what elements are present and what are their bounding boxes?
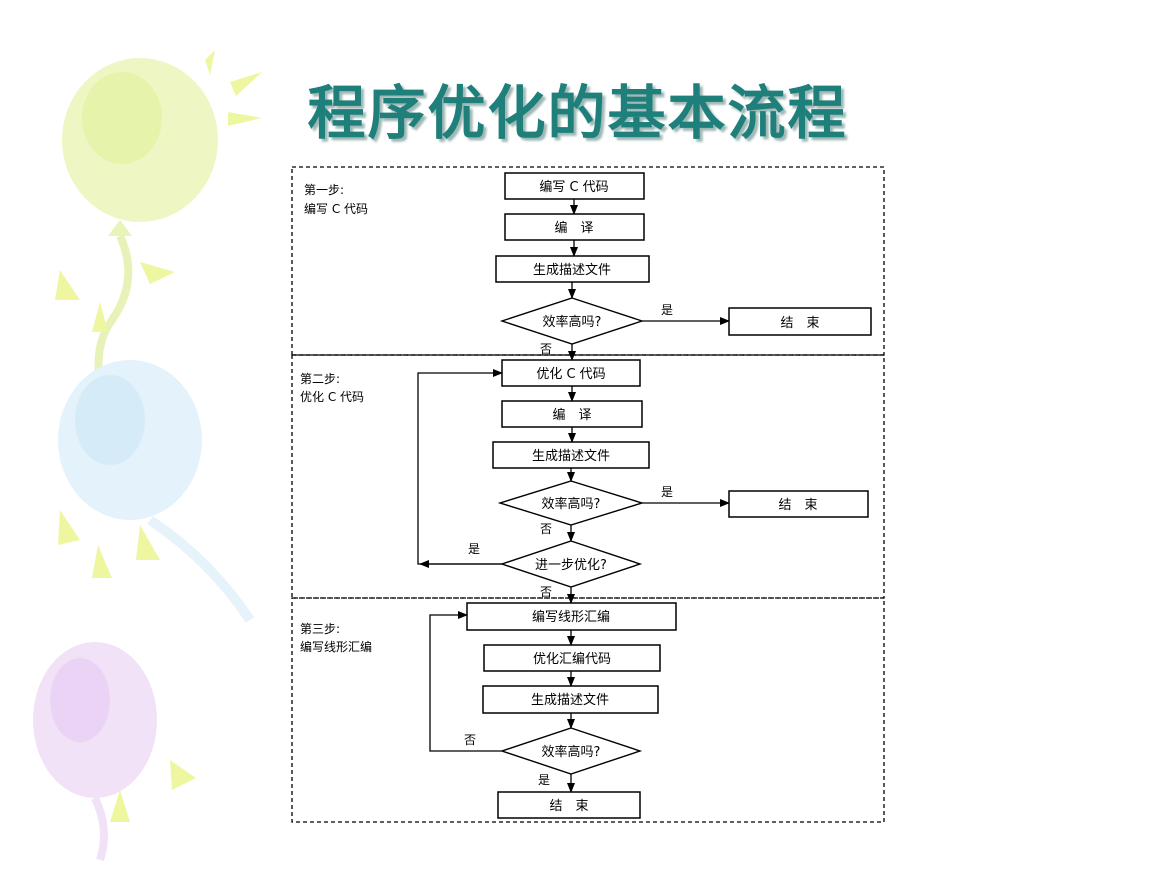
page-title: 程序优化的基本流程	[307, 79, 848, 147]
step2-further-yes-label: 是	[468, 542, 480, 556]
step2-compile-box: 编 译	[501, 400, 643, 428]
step2-no-label: 否	[540, 522, 552, 536]
step2-optimize-c-box: 优化 C 代码	[501, 359, 641, 387]
step2-further-optimize-text: 进一步优化?	[535, 558, 607, 573]
step2-decision-text: 效率高吗?	[542, 496, 601, 512]
step3-yes-label: 是	[538, 773, 550, 787]
step2-compile-text: 编 译	[552, 408, 591, 423]
step2-further-optimize-diamond: 进一步优化?	[499, 540, 643, 588]
step2-end-box: 结 束	[728, 490, 869, 518]
step1-write-c-box: 编写 C 代码	[504, 172, 645, 200]
step3-linear-asm-box: 编写线形汇编	[466, 602, 677, 631]
step1-write-c-text: 编写 C 代码	[539, 180, 608, 195]
step1-profile-box: 生成描述文件	[495, 255, 650, 283]
step3-end-box: 结 束	[497, 791, 641, 819]
step3-profile-text: 生成描述文件	[531, 693, 609, 708]
loop-back-arrow	[429, 611, 502, 752]
step3-optimize-asm-text: 优化汇编代码	[533, 652, 611, 667]
step1-no-label: 否	[540, 342, 552, 356]
purple-balloon-icon	[33, 642, 196, 862]
step2-optimize-c-text: 优化 C 代码	[536, 367, 605, 382]
step1-compile-box: 编 译	[504, 213, 645, 241]
step1-end-text: 结 束	[780, 316, 819, 331]
step3-label-line1: 第三步:	[300, 622, 340, 636]
step2-further-no-label: 否	[540, 585, 552, 599]
step3-decision-diamond: 效率高吗?	[499, 727, 643, 775]
step1-decision-text: 效率高吗?	[543, 314, 602, 330]
step1-label-line2: 编写 C 代码	[304, 201, 368, 216]
step1-section	[291, 166, 885, 356]
step1-compile-text: 编 译	[554, 221, 593, 236]
step1-decision-diamond: 效率高吗?	[499, 297, 645, 345]
loop-back-arrow	[417, 369, 503, 565]
step2-label-line1: 第二步:	[300, 372, 340, 386]
step2-end-text: 结 束	[778, 498, 817, 513]
step1-end-box: 结 束	[728, 307, 872, 336]
step2-profile-text: 生成描述文件	[532, 449, 610, 464]
step1-yes-label: 是	[661, 303, 673, 317]
step3-profile-box: 生成描述文件	[482, 685, 659, 714]
step3-linear-asm-text: 编写线形汇编	[532, 610, 610, 625]
step1-profile-text: 生成描述文件	[533, 263, 611, 278]
blue-balloon-icon	[58, 360, 255, 623]
step3-decision-text: 效率高吗?	[542, 744, 601, 760]
step2-profile-box: 生成描述文件	[492, 441, 650, 469]
step3-no-label: 否	[464, 733, 476, 747]
step1-label-line1: 第一步:	[304, 183, 344, 197]
step3-optimize-asm-box: 优化汇编代码	[483, 644, 661, 672]
step2-decision-diamond: 效率高吗?	[497, 480, 645, 526]
step3-end-text: 结 束	[549, 799, 588, 814]
step2-label-line2: 优化 C 代码	[300, 390, 364, 404]
step3-section	[291, 597, 885, 823]
step2-yes-label: 是	[661, 485, 673, 499]
step3-label-line2: 编写线形汇编	[300, 639, 372, 654]
